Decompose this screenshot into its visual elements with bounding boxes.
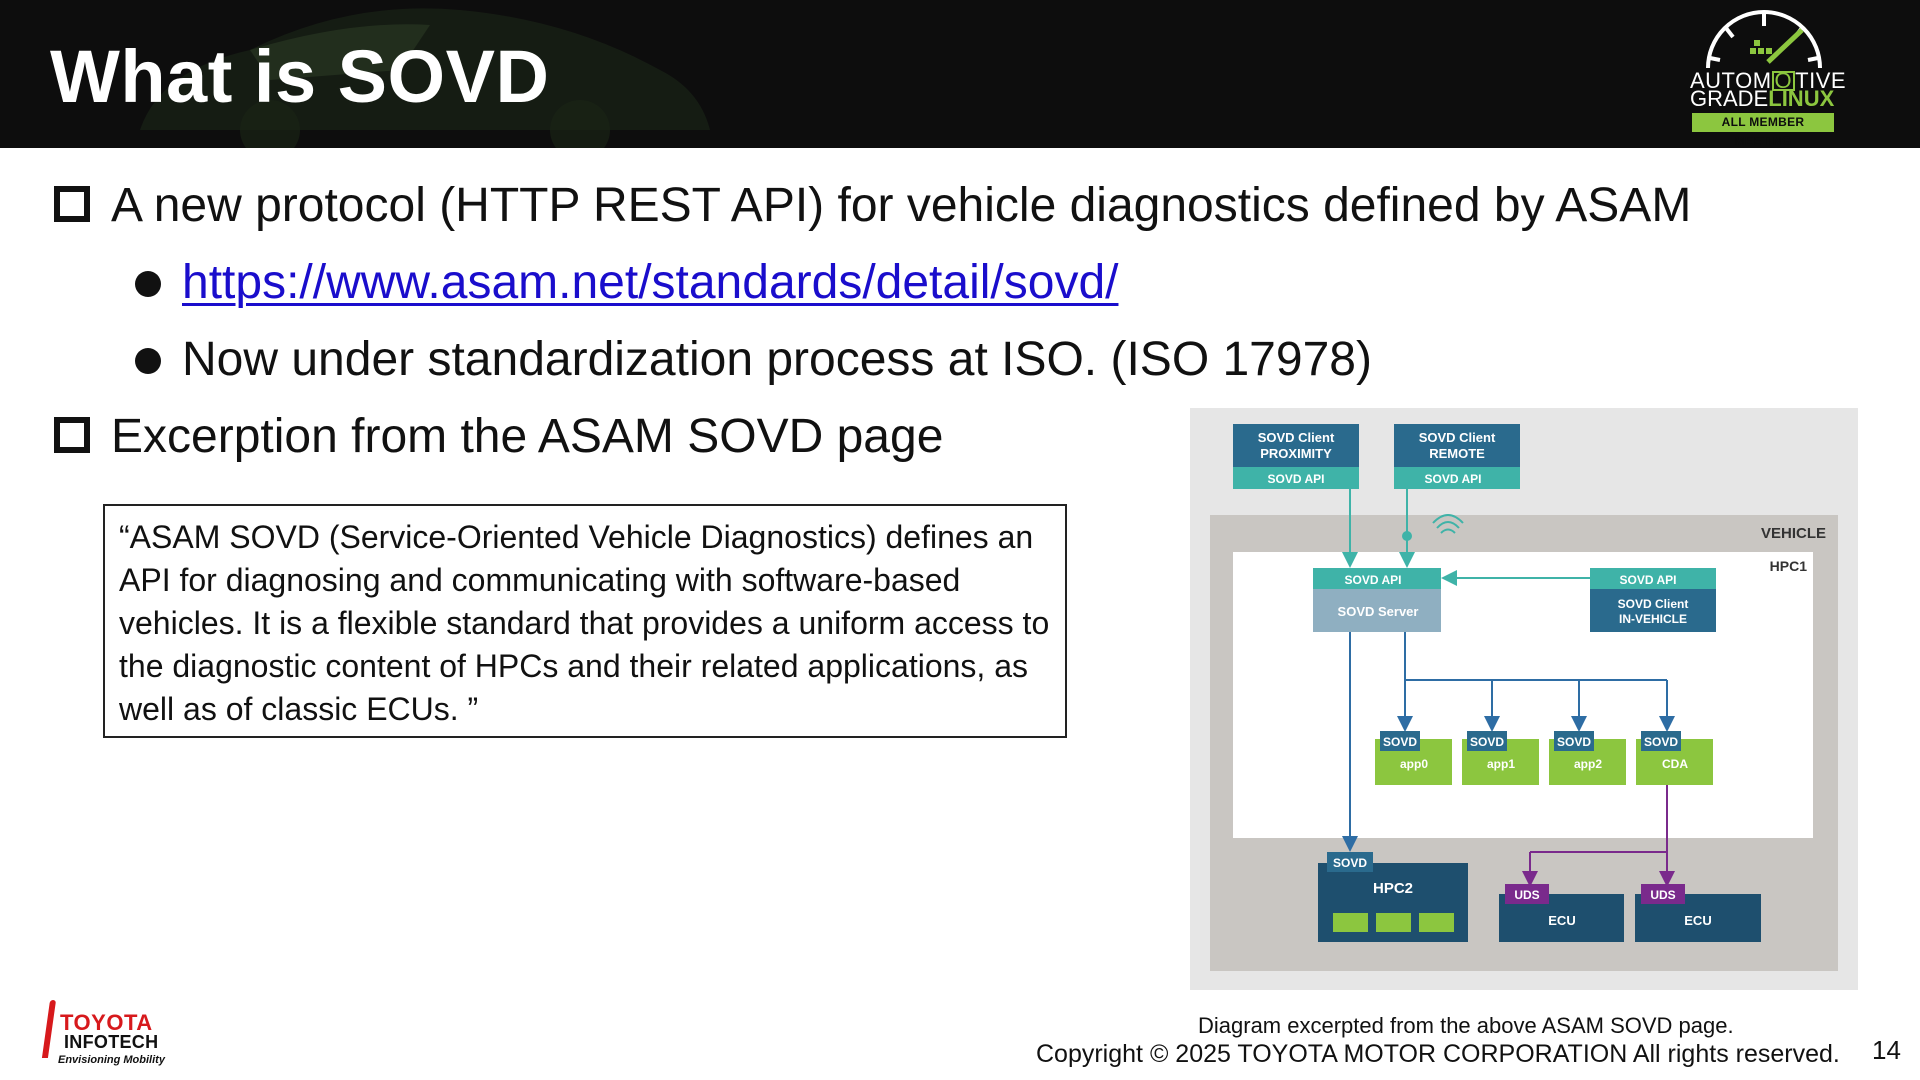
slide-title: What is SOVD bbox=[50, 35, 550, 118]
svg-text:app1: app1 bbox=[1487, 757, 1515, 771]
svg-text:REMOTE: REMOTE bbox=[1429, 446, 1485, 461]
svg-text:SOVD API: SOVD API bbox=[1268, 472, 1325, 486]
company-name-line2: INFOTECH bbox=[64, 1032, 159, 1052]
toyota-logo-mark-icon bbox=[41, 1000, 57, 1058]
company-tagline: Envisioning Mobility bbox=[58, 1054, 165, 1066]
svg-text:SOVD: SOVD bbox=[1470, 735, 1504, 749]
slide-header: What is SOVD bbox=[0, 0, 1920, 148]
svg-text:SOVD API: SOVD API bbox=[1345, 573, 1402, 587]
ecu-box-1: UDS ECU bbox=[1499, 884, 1624, 942]
client-remote-box: SOVD Client REMOTE SOVD API bbox=[1394, 424, 1520, 489]
ecu-box-2: UDS ECU bbox=[1635, 884, 1761, 942]
bullet-excerption: Excerption from the ASAM SOVD page bbox=[111, 410, 944, 463]
svg-text:IN-VEHICLE: IN-VEHICLE bbox=[1619, 612, 1687, 626]
svg-text:SOVD: SOVD bbox=[1333, 856, 1367, 870]
toyota-infotech-logo: TOYOTA INFOTECH Envisioning Mobility bbox=[41, 998, 174, 1070]
company-name-line1: TOYOTA bbox=[60, 1010, 153, 1035]
sovd-server-box: SOVD API SOVD Server bbox=[1313, 568, 1441, 632]
svg-text:UDS: UDS bbox=[1514, 888, 1539, 902]
agl-logo-box-letter: O bbox=[1771, 70, 1796, 92]
svg-text:ECU: ECU bbox=[1548, 913, 1575, 928]
car-silhouette-decoration bbox=[140, 8, 710, 148]
agl-logo-badge: ALL MEMBER MEETING bbox=[1692, 113, 1834, 148]
svg-text:SOVD API: SOVD API bbox=[1620, 573, 1677, 587]
diagram-caption: Diagram excerpted from the above ASAM SO… bbox=[1198, 1013, 1734, 1038]
copyright-text: Copyright © 2025 TOYOTA MOTOR CORPORATIO… bbox=[1036, 1040, 1840, 1068]
svg-text:SOVD Client: SOVD Client bbox=[1419, 430, 1496, 445]
round-bullet-icon bbox=[135, 271, 161, 297]
square-bullet-icon bbox=[54, 417, 90, 453]
svg-text:SOVD Client: SOVD Client bbox=[1258, 430, 1335, 445]
svg-text:CDA: CDA bbox=[1662, 757, 1688, 771]
asam-sovd-link[interactable]: https://www.asam.net/standards/detail/so… bbox=[182, 256, 1119, 309]
svg-text:PROXIMITY: PROXIMITY bbox=[1260, 446, 1332, 461]
vehicle-label: VEHICLE bbox=[1761, 525, 1826, 542]
hpc2-box: SOVD HPC2 bbox=[1318, 852, 1468, 942]
svg-text:ECU: ECU bbox=[1684, 913, 1711, 928]
app1-box: SOVD app1 bbox=[1462, 731, 1539, 785]
wireless-signal-icon bbox=[1432, 514, 1464, 534]
bullet-iso-standardization: Now under standardization process at ISO… bbox=[182, 333, 1372, 386]
agl-speedometer-icon bbox=[1706, 10, 1822, 69]
cda-box: SOVD CDA bbox=[1636, 731, 1713, 785]
svg-text:SOVD: SOVD bbox=[1644, 735, 1678, 749]
svg-text:SOVD: SOVD bbox=[1383, 735, 1417, 749]
app2-box: SOVD app2 bbox=[1549, 731, 1626, 785]
hpc1-label: HPC1 bbox=[1770, 558, 1808, 574]
svg-text:SOVD API: SOVD API bbox=[1425, 472, 1482, 486]
app0-box: SOVD app0 bbox=[1375, 731, 1452, 785]
svg-text:HPC2: HPC2 bbox=[1373, 880, 1413, 897]
bullet-protocol: A new protocol (HTTP REST API) for vehic… bbox=[111, 179, 1692, 232]
page-number: 14 bbox=[1872, 1035, 1901, 1065]
round-bullet-icon bbox=[135, 348, 161, 374]
quote-box: “ASAM SOVD (Service-Oriented Vehicle Dia… bbox=[103, 504, 1067, 738]
square-bullet-icon bbox=[54, 186, 90, 222]
agl-logo-line2: GRADELINUX bbox=[1690, 86, 1835, 111]
svg-text:app0: app0 bbox=[1400, 757, 1428, 771]
svg-text:SOVD: SOVD bbox=[1557, 735, 1591, 749]
sovd-architecture-diagram: SOVD Client PROXIMITY SOVD API SOVD Clie… bbox=[1190, 408, 1858, 990]
svg-text:SOVD Server: SOVD Server bbox=[1338, 604, 1419, 619]
svg-text:SOVD Client: SOVD Client bbox=[1618, 597, 1689, 611]
svg-text:UDS: UDS bbox=[1650, 888, 1675, 902]
svg-text:app2: app2 bbox=[1574, 757, 1602, 771]
quote-text: “ASAM SOVD (Service-Oriented Vehicle Dia… bbox=[119, 519, 1050, 727]
client-invehicle-box: SOVD API SOVD Client IN-VEHICLE bbox=[1590, 568, 1716, 632]
client-proximity-box: SOVD Client PROXIMITY SOVD API bbox=[1233, 424, 1359, 489]
